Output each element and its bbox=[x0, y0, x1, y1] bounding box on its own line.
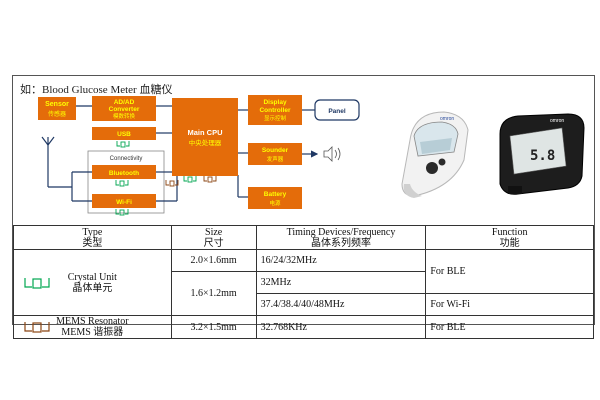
main-cpu-block bbox=[172, 98, 238, 176]
crystal-icon bbox=[183, 176, 197, 183]
connectivity-label: Connectivity bbox=[110, 156, 143, 162]
mems-icon bbox=[24, 322, 50, 333]
sensor-label: Sensor bbox=[45, 101, 69, 108]
wifi-block bbox=[92, 194, 156, 208]
connectivity-group bbox=[87, 150, 165, 214]
crystal-icon bbox=[24, 277, 50, 289]
sounder-label: Sounder bbox=[262, 147, 289, 154]
black-glucose-meter: omron 5.8 bbox=[499, 113, 585, 195]
crystal-icons bbox=[115, 141, 197, 216]
sounder-block bbox=[248, 143, 302, 165]
bluetooth-block bbox=[92, 165, 156, 179]
panel-block bbox=[314, 99, 360, 121]
battery-label: Battery bbox=[264, 191, 287, 198]
bus-lines bbox=[47, 105, 319, 202]
function-cell: For BLE bbox=[425, 249, 594, 294]
display-label: Display bbox=[263, 99, 287, 106]
usb-block bbox=[92, 127, 156, 140]
usb-label: USB bbox=[117, 131, 131, 138]
block-diagram: Connectivity Sensor 传感器 AD/AD Converter … bbox=[38, 95, 360, 216]
size-cell: 3.2×1.5mm bbox=[170, 315, 257, 339]
antenna-icon bbox=[41, 136, 55, 163]
speaker-icon bbox=[323, 146, 341, 162]
frequency-cell: 37.4/38.4/40/48MHz bbox=[255, 293, 427, 316]
mems-icons bbox=[165, 176, 217, 187]
cpu-cn-label: 中央处理器 bbox=[189, 138, 222, 147]
display-controller-label: Controller bbox=[259, 107, 291, 114]
bluetooth-label: Bluetooth bbox=[109, 170, 139, 177]
cpu-label: Main CPU bbox=[187, 128, 222, 137]
sensor-cn-label: 传感器 bbox=[48, 110, 66, 118]
battery-block bbox=[248, 187, 302, 209]
meter-photos: omron omron 5.8 bbox=[401, 111, 585, 198]
mems-icon bbox=[203, 176, 217, 183]
mems-icon bbox=[165, 180, 179, 187]
adad-label: AD/AD bbox=[114, 99, 135, 106]
adad-converter-label: Converter bbox=[109, 106, 140, 113]
black-meter-brand: omron bbox=[550, 118, 564, 124]
frequency-cell: 32MHz bbox=[255, 271, 427, 294]
black-meter-reading: 5.8 bbox=[530, 148, 555, 164]
figure-title: 如：Blood Glucose Meter 血糖仪 bbox=[20, 84, 173, 96]
wifi-label: Wi-Fi bbox=[116, 199, 132, 206]
size-cell: 1.6×1.2mm bbox=[170, 271, 257, 316]
battery-cn-label: 电源 bbox=[269, 199, 281, 207]
function-cell: For Wi-Fi bbox=[425, 293, 594, 316]
sounder-cn-label: 发声器 bbox=[267, 155, 284, 163]
adad-converter-block bbox=[92, 96, 156, 121]
white-glucose-meter: omron bbox=[401, 111, 469, 198]
function-cell: For BLE bbox=[425, 315, 594, 339]
sensor-block bbox=[38, 97, 76, 120]
crystal-icon bbox=[115, 180, 129, 187]
table-row: 37.4/38.4/40/48MHz For Wi-Fi bbox=[14, 293, 594, 316]
adad-cn-label: 模数转换 bbox=[113, 112, 136, 120]
crystal-icon bbox=[116, 141, 130, 148]
frequency-cell: 32.768KHz bbox=[255, 315, 427, 339]
frequency-cell: 16/24/32MHz bbox=[255, 249, 427, 272]
white-meter-brand: omron bbox=[440, 116, 454, 122]
size-cell: 2.0×1.6mm bbox=[170, 249, 257, 272]
panel-label: Panel bbox=[328, 108, 346, 115]
crystal-icon bbox=[115, 209, 129, 216]
display-cn-label: 显示控制 bbox=[264, 114, 287, 122]
display-controller-block bbox=[248, 95, 302, 125]
